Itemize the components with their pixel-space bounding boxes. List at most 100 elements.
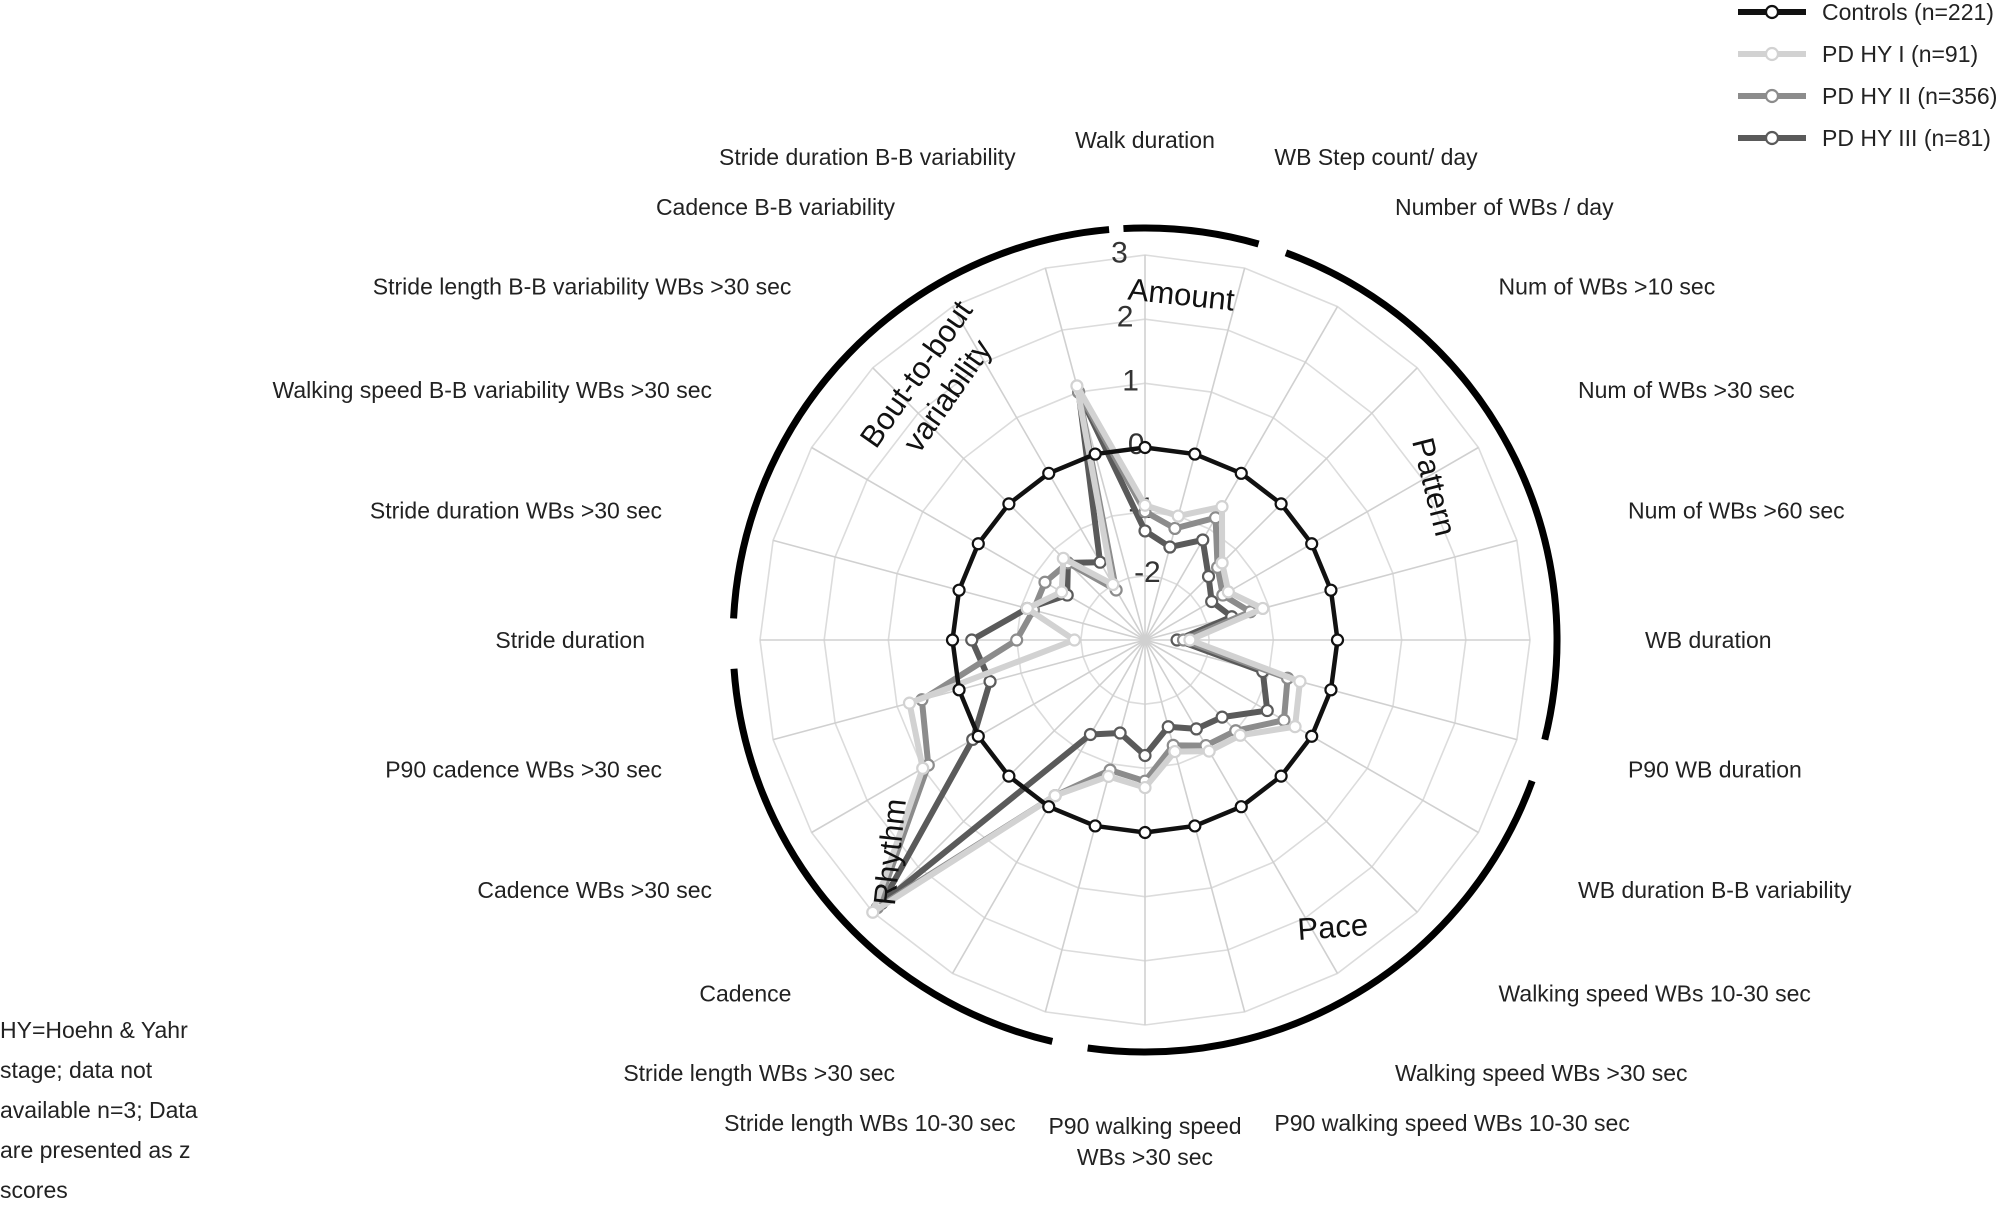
series-pd-hy-i-n-91 bbox=[866, 379, 1307, 919]
axis-label-p90-wb-duration: P90 WB duration bbox=[1628, 756, 1802, 782]
legend: Controls (n=221) PD HY I (n=91) PD HY II (… bbox=[1738, 0, 1997, 151]
axis-label-num-of-wbs-10-sec: Num of WBs >10 sec bbox=[1499, 273, 1716, 299]
axis-label-stride-duration-b-b-variability: Stride duration B-B variability bbox=[719, 144, 1016, 170]
data-point bbox=[1042, 466, 1056, 480]
axis-label-stride-duration-wbs-30-sec: Stride duration WBs >30 sec bbox=[370, 498, 662, 524]
legend-label: PD HY II (n=356) bbox=[1822, 83, 1997, 109]
data-point bbox=[1196, 533, 1210, 547]
data-point bbox=[1138, 780, 1152, 795]
data-point bbox=[1215, 500, 1229, 514]
data-point bbox=[1205, 594, 1219, 609]
group-arc bbox=[730, 668, 1054, 1045]
axis-label-stride-length-b-b-variability-wbs-30-sec: Stride length B-B variability WBs >30 se… bbox=[373, 273, 792, 299]
data-point bbox=[1330, 633, 1345, 647]
data-point bbox=[1163, 540, 1177, 554]
r-tick-label: 0 bbox=[1128, 428, 1145, 461]
data-point bbox=[1260, 703, 1274, 718]
axis-label-walking-speed-b-b-variability-wbs-30-sec: Walking speed B-B variability WBs >30 se… bbox=[272, 377, 712, 403]
axis-label-number-of-wbs-day: Number of WBs / day bbox=[1395, 194, 1614, 220]
data-point bbox=[1088, 447, 1102, 461]
data-point bbox=[1234, 466, 1248, 480]
data-point bbox=[866, 905, 880, 919]
axis-label-cadence-wbs-30-sec: Cadence WBs >30 sec bbox=[477, 877, 712, 903]
data-point bbox=[1002, 497, 1016, 511]
footnote-line: HY=Hoehn & Yahr bbox=[0, 1017, 188, 1043]
legend-label: PD HY I (n=91) bbox=[1822, 41, 1978, 67]
r-tick-label: 2 bbox=[1117, 300, 1134, 333]
legend-item-pd-hy-i-n-91: PD HY I (n=91) bbox=[1738, 41, 1978, 67]
data-point bbox=[1168, 521, 1182, 536]
data-point bbox=[1188, 447, 1202, 461]
footnote-line: stage; data not bbox=[0, 1057, 153, 1083]
group-label-pace: Pace bbox=[1296, 907, 1369, 947]
data-point bbox=[1138, 498, 1152, 512]
data-point bbox=[1055, 585, 1069, 599]
legend-label: Controls (n=221) bbox=[1822, 0, 1994, 25]
group-label-pattern: Pattern bbox=[1405, 434, 1463, 539]
data-point bbox=[1106, 577, 1120, 592]
data-point bbox=[983, 674, 997, 689]
legend-label: PD HY III (n=81) bbox=[1822, 125, 1991, 151]
legend-item-pd-hy-ii-n-356: PD HY II (n=356) bbox=[1738, 83, 1997, 109]
data-point bbox=[1056, 551, 1070, 565]
data-point bbox=[971, 729, 985, 743]
data-point bbox=[1188, 819, 1202, 833]
legend-marker bbox=[1764, 88, 1780, 104]
axis-label-cadence: Cadence bbox=[699, 981, 791, 1007]
data-point bbox=[1138, 440, 1152, 455]
data-point bbox=[902, 696, 917, 710]
data-point bbox=[1010, 633, 1024, 647]
series-lines bbox=[866, 379, 1345, 919]
data-point bbox=[945, 633, 960, 647]
data-point bbox=[1093, 555, 1107, 569]
axis-label-walking-speed-wbs-30-sec: Walking speed WBs >30 sec bbox=[1395, 1060, 1688, 1086]
data-point bbox=[1274, 497, 1288, 511]
group-arc bbox=[730, 226, 1110, 619]
legend-marker bbox=[1764, 46, 1780, 62]
data-point bbox=[1113, 726, 1127, 740]
data-point bbox=[1138, 748, 1152, 763]
legend-marker bbox=[1764, 130, 1780, 146]
group-label-bout-to-bout-variability: Bout-to-boutvariability bbox=[853, 294, 1011, 476]
footnote: HY=Hoehn & Yahr stage; data not availabl… bbox=[0, 1010, 230, 1210]
data-point bbox=[1215, 556, 1229, 570]
axis-label-wb-duration-b-b-variability: WB duration B-B variability bbox=[1578, 877, 1852, 903]
axis-label-num-of-wbs-30-sec: Num of WBs >30 sec bbox=[1578, 377, 1795, 403]
axis-label-walk-duration: Walk duration bbox=[1075, 127, 1215, 153]
group-arc bbox=[1284, 249, 1561, 741]
group-label-amount: Amount bbox=[1126, 272, 1236, 318]
group-arc bbox=[1123, 224, 1260, 248]
data-point bbox=[1183, 633, 1197, 647]
r-tick-label: 1 bbox=[1122, 364, 1139, 397]
axis-label-stride-duration: Stride duration bbox=[495, 627, 645, 653]
axis-label-stride-length-wbs-10-30-sec: Stride length WBs 10-30 sec bbox=[724, 1110, 1015, 1136]
data-point bbox=[1161, 720, 1175, 734]
data-point bbox=[1305, 537, 1319, 551]
axis-label-walking-speed-wbs-10-30-sec: Walking speed WBs 10-30 sec bbox=[1499, 981, 1811, 1007]
data-point bbox=[965, 633, 979, 647]
data-point bbox=[1038, 575, 1052, 589]
data-point bbox=[1233, 728, 1247, 742]
legend-item-controls-n-221: Controls (n=221) bbox=[1738, 0, 1994, 25]
data-point bbox=[1274, 769, 1288, 783]
data-point bbox=[1088, 819, 1102, 833]
data-point bbox=[1201, 569, 1216, 584]
data-point bbox=[916, 761, 930, 775]
data-point bbox=[971, 537, 985, 551]
data-point bbox=[952, 583, 966, 597]
footnote-line: are presented as z bbox=[0, 1137, 191, 1163]
data-point bbox=[1256, 601, 1270, 616]
data-point bbox=[1020, 601, 1034, 616]
data-point bbox=[952, 683, 966, 697]
data-point bbox=[1221, 585, 1235, 599]
axis-label-wb-duration: WB duration bbox=[1645, 627, 1772, 653]
axis-label-stride-length-wbs-30-sec: Stride length WBs >30 sec bbox=[623, 1060, 895, 1086]
r-tick-label: -2 bbox=[1134, 556, 1161, 589]
data-point bbox=[1324, 583, 1338, 597]
data-point bbox=[1070, 379, 1084, 393]
data-point bbox=[1324, 683, 1338, 697]
data-point bbox=[1171, 509, 1185, 523]
